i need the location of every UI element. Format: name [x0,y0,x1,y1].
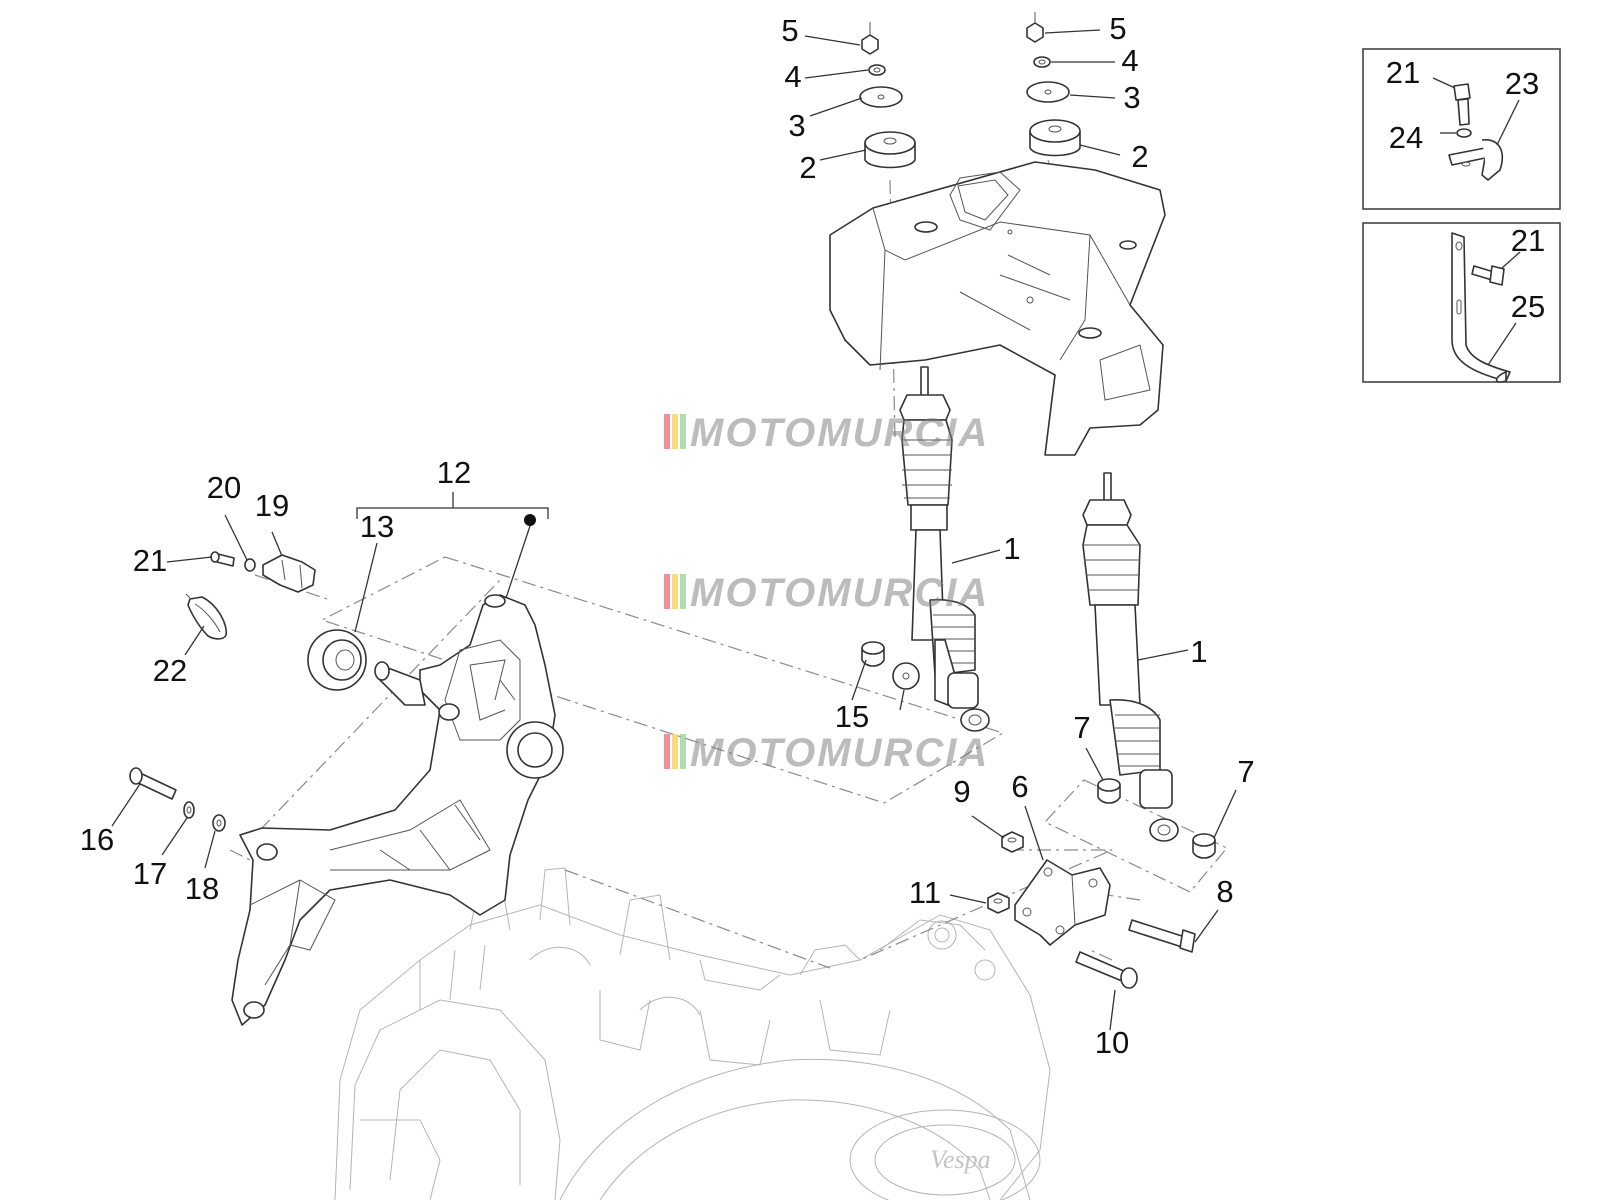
shock-absorber-right [1082,472,1179,842]
callout-11: 11 [909,875,941,910]
callout-15: 15 [835,699,869,734]
callout-21-inset-bottom: 21 [1511,223,1545,258]
top-mount-left [859,22,916,169]
assembly-marker-dot [524,514,536,526]
callout-3-left: 3 [788,108,805,143]
swing-arm-hardware [129,551,316,832]
watermark-text: MOTOMURCIA [690,411,989,455]
lower-hardware [861,641,1216,989]
callout-19: 19 [255,488,289,523]
callout-24: 24 [1389,120,1423,155]
callout-6: 6 [1011,769,1028,804]
leader-lines [111,29,1237,1031]
callout-18: 18 [185,871,219,906]
callout-22: 22 [153,653,187,688]
watermark-text: MOTOMURCIA [690,571,989,615]
engine-block: Vespa [334,867,1051,1200]
watermark-stripe-green [680,414,686,449]
callout-16: 16 [80,822,114,857]
callout-1-right: 1 [1190,634,1207,669]
callout-5-right: 5 [1109,11,1126,46]
watermark-top: MOTOMURCIA [664,411,989,455]
callout-20: 20 [207,470,241,505]
callout-7-left: 7 [1073,710,1090,745]
swing-arm [231,594,564,1026]
callout-1-left: 1 [1003,531,1020,566]
callout-3-right: 3 [1123,80,1140,115]
callout-25: 25 [1511,289,1545,324]
callout-7-right: 7 [1237,754,1254,789]
callout-4-left: 4 [784,59,801,94]
callout-labels: 5 5 4 4 3 3 2 2 1 1 15 7 7 9 6 11 8 10 1… [80,11,1545,1060]
shock-absorber-left [899,366,990,732]
watermark-bottom: MOTOMURCIA [664,731,989,775]
inset-bracket-assembly [1362,222,1561,383]
callout-13: 13 [360,509,394,544]
frame-mudguard [829,161,1166,456]
callout-21-swingarm: 21 [133,543,167,578]
watermark-text: MOTOMURCIA [690,731,989,775]
engine-cover-logo: Vespa [930,1145,991,1174]
callout-12: 12 [437,455,471,490]
callout-8: 8 [1216,874,1233,909]
top-mount-right [1026,12,1081,157]
watermark-stripe-red [664,414,670,449]
callout-4-right: 4 [1121,43,1138,78]
callout-23: 23 [1505,66,1539,101]
callout-17: 17 [133,856,167,891]
watermark-stripe-yellow [672,414,678,449]
callout-10: 10 [1095,1025,1129,1060]
inset-clip-assembly [1362,48,1561,210]
callout-2-left: 2 [799,150,816,185]
callout-9: 9 [953,774,970,809]
callout-2-right: 2 [1131,139,1148,174]
watermark-middle: MOTOMURCIA [664,571,989,615]
callout-21-inset-top: 21 [1386,55,1420,90]
callout-5-left: 5 [781,13,798,48]
